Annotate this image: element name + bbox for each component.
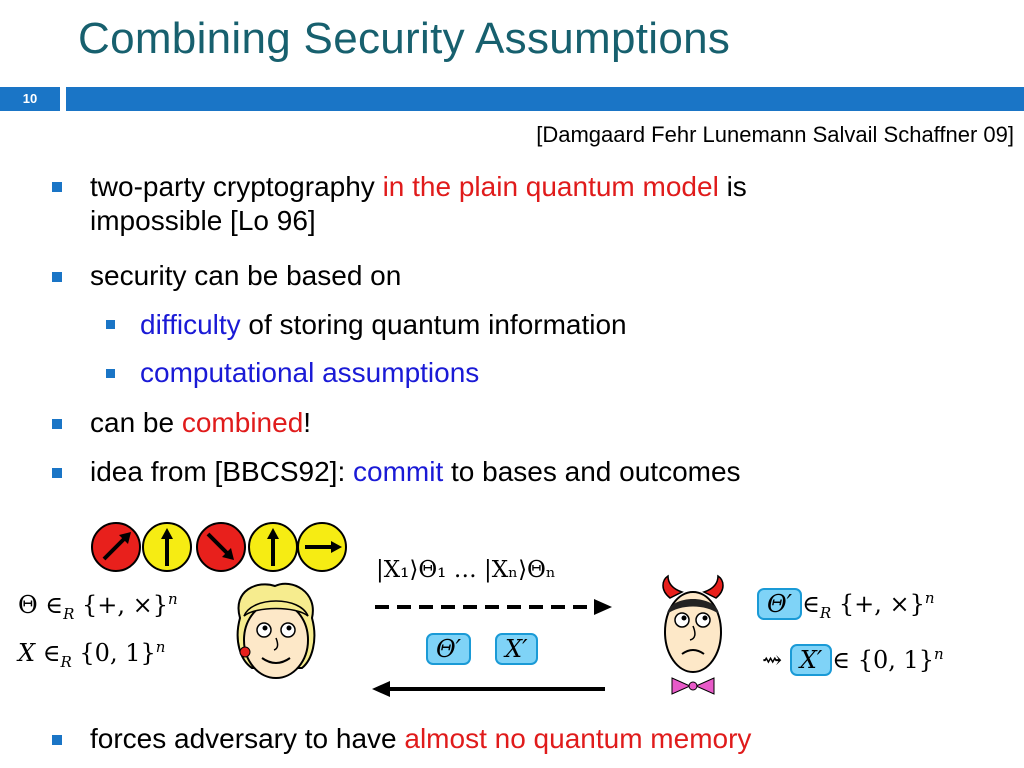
qubit-yellow-up-icon	[248, 522, 298, 572]
qubit-states	[91, 522, 347, 572]
adversary-devil-icon	[662, 574, 724, 695]
qubit-yellow-right-icon	[297, 522, 347, 572]
bullet-marker	[52, 419, 62, 429]
bullet-item: idea from [BBCS92]: commit to bases and …	[90, 455, 741, 489]
bullet-highlight: commit	[353, 456, 444, 487]
sub-bullet-marker	[106, 369, 115, 378]
bullet-text: !	[303, 407, 312, 438]
sub-bullet-item: difficulty of storing quantum informatio…	[140, 308, 627, 342]
bullet-highlight: in the plain quantum model	[382, 171, 719, 202]
arrow-head-right	[594, 599, 612, 615]
sub-bullet-marker	[106, 320, 115, 329]
bullet-highlight: difficulty	[140, 309, 241, 340]
arrow-head-left	[372, 681, 390, 697]
alice-x-formula: X ∈R {0, 1}n	[18, 638, 166, 671]
slide-title: Combining Security Assumptions	[78, 14, 731, 63]
alice-icon	[236, 582, 316, 679]
title-bar	[66, 87, 1024, 111]
slide-number: 10	[0, 87, 60, 111]
qubit-red-diagonal-icon	[196, 522, 246, 572]
bob-theta-formula: Θ′∈R {+, ×}n	[757, 588, 935, 622]
bullet-text: forces adversary to have	[90, 723, 405, 754]
bob-x-formula: ⇝ X′∈ {0, 1}n	[762, 644, 944, 676]
bullet-text: can be	[90, 407, 182, 438]
bullet-item: can be combined!	[90, 406, 311, 440]
bullet-marker	[52, 735, 62, 745]
bullet-text: is	[718, 171, 747, 202]
bullet-marker	[52, 272, 62, 282]
bullet-marker	[52, 182, 62, 192]
citation: [Damgaard Fehr Lunemann Salvail Schaffne…	[536, 122, 1014, 147]
bullet-text: idea from [BBCS92]:	[90, 456, 354, 487]
bullet-marker	[52, 468, 62, 478]
alice-theta-formula: Θ ∈R {+, ×}n	[18, 590, 178, 623]
commit-theta-box: Θ′	[426, 633, 472, 665]
bullet-text: two-party cryptography	[90, 171, 383, 202]
sub-bullet-item: computational assumptions	[140, 357, 480, 388]
bullet-item: security can be based on	[90, 260, 402, 291]
commit-x-box: X′	[495, 633, 538, 665]
bullet-highlight: combined	[181, 407, 304, 438]
bullet-item: two-party cryptography in the plain quan…	[90, 170, 747, 238]
bullet-highlight: almost no quantum memory	[404, 723, 752, 754]
bullet-text: of storing quantum information	[240, 309, 627, 340]
bullet-text: to bases and outcomes	[443, 456, 741, 487]
bullet-item: forces adversary to have almost no quant…	[90, 722, 751, 756]
qubit-states-label: |X₁⟩Θ₁ … |Xₙ⟩Θₙ	[376, 557, 556, 583]
bullet-text: impossible [Lo 96]	[90, 205, 316, 236]
qubit-yellow-up-icon	[142, 522, 192, 572]
qubit-red-diagonal-icon	[91, 522, 141, 572]
